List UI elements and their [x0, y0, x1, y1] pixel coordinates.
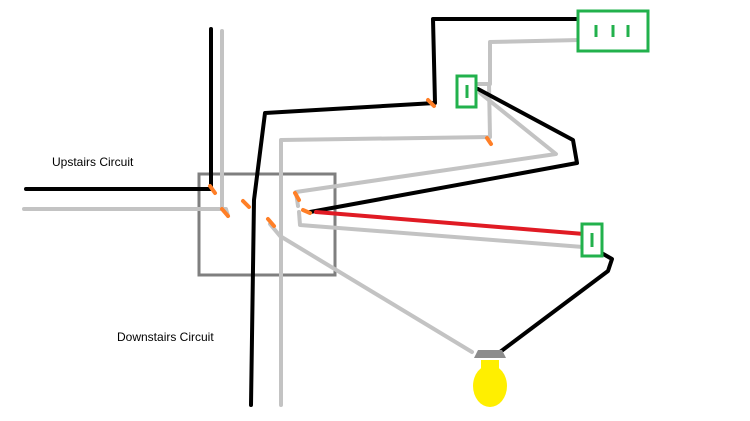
wire-nut — [301, 208, 312, 215]
switch-icon — [580, 222, 604, 258]
neutral-to-receptacle — [488, 38, 582, 86]
light-bulb-icon — [473, 350, 507, 407]
switch-icon — [455, 74, 478, 109]
wire-nut — [293, 191, 301, 202]
neutral-to-bulb — [268, 222, 474, 354]
hot-switch2-to-bulb — [498, 249, 614, 354]
wire-nut — [266, 217, 276, 228]
traveler-wire — [314, 210, 586, 236]
wire-nut — [426, 98, 436, 108]
junction-box — [197, 172, 337, 277]
upstairs-circuit-label: Upstairs Circuit — [52, 155, 134, 169]
wire-nut — [485, 136, 493, 146]
wire-nut — [241, 199, 251, 209]
downstairs-neutral-wire — [279, 82, 492, 407]
downstairs-circuit-label: Downstairs Circuit — [117, 330, 214, 344]
wire-nut — [220, 207, 230, 218]
outlet-icon — [576, 9, 650, 53]
hot-switch1-to-box — [308, 87, 579, 214]
downstairs-hot-wire — [249, 17, 583, 407]
neutral-box-to-switch2 — [297, 210, 585, 249]
upstairs-neutral-wire — [22, 207, 230, 218]
wire-nut — [208, 184, 217, 195]
